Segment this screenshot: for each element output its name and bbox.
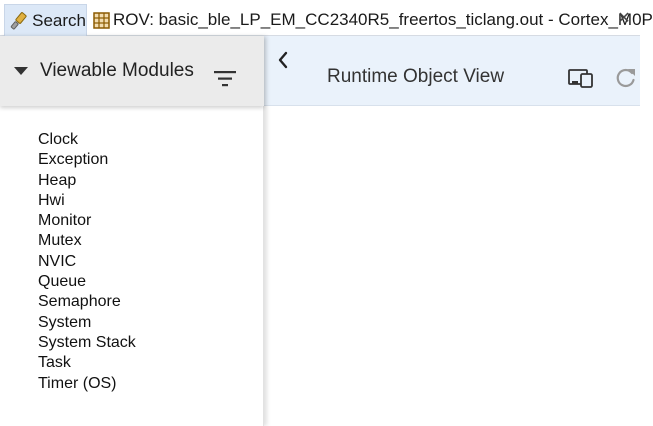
module-item-system[interactable]: System — [38, 313, 92, 331]
caret-down-icon[interactable] — [14, 64, 28, 78]
module-list: Clock Exception Heap Hwi Monitor Mutex N… — [38, 130, 136, 394]
table-grid-icon — [93, 10, 110, 30]
tab-rov-label: ROV: basic_ble_LP_EM_CC2340R5_freertos_t… — [113, 10, 653, 29]
module-item-clock[interactable]: Clock — [38, 131, 79, 148]
flashlight-icon — [10, 11, 29, 31]
close-icon[interactable]: ✕ — [617, 10, 631, 27]
viewable-modules-panel: Viewable Modules Clock Exception Heap Hw… — [0, 36, 264, 426]
runtime-object-view-header: Runtime Object View — [264, 36, 640, 106]
viewable-modules-title: Viewable Modules — [40, 60, 194, 81]
refresh-icon[interactable] — [614, 66, 638, 90]
tab-search[interactable]: Search — [4, 4, 87, 36]
module-item-queue[interactable]: Queue — [38, 273, 87, 291]
runtime-object-view-panel: Runtime Object View — [264, 36, 640, 426]
module-item-exception[interactable]: Exception — [38, 151, 109, 169]
module-item-hwi[interactable]: Hwi — [38, 191, 65, 209]
module-item-heap[interactable]: Heap — [38, 171, 77, 189]
tab-rov[interactable]: ROV: basic_ble_LP_EM_CC2340R5_freertos_t… — [89, 4, 653, 36]
module-item-system-stack[interactable]: System Stack — [38, 333, 136, 351]
runtime-object-view-title: Runtime Object View — [327, 66, 505, 87]
viewable-modules-header[interactable]: Viewable Modules — [0, 36, 264, 106]
chevron-left-icon[interactable] — [276, 50, 290, 70]
tab-search-label: Search — [32, 10, 86, 30]
module-item-monitor[interactable]: Monitor — [38, 212, 92, 230]
module-item-mutex[interactable]: Mutex — [38, 232, 82, 250]
module-item-timer-os[interactable]: Timer (OS) — [38, 374, 117, 392]
module-item-task[interactable]: Task — [38, 354, 71, 372]
devices-layout-icon[interactable] — [568, 67, 594, 89]
module-item-nvic[interactable]: NVIC — [38, 252, 77, 270]
editor-tab-strip: Search ROV: basic_ble_LP_EM_CC2340R5_fre… — [0, 0, 653, 36]
filter-icon[interactable] — [214, 71, 236, 87]
module-item-semaphore[interactable]: Semaphore — [38, 293, 121, 311]
